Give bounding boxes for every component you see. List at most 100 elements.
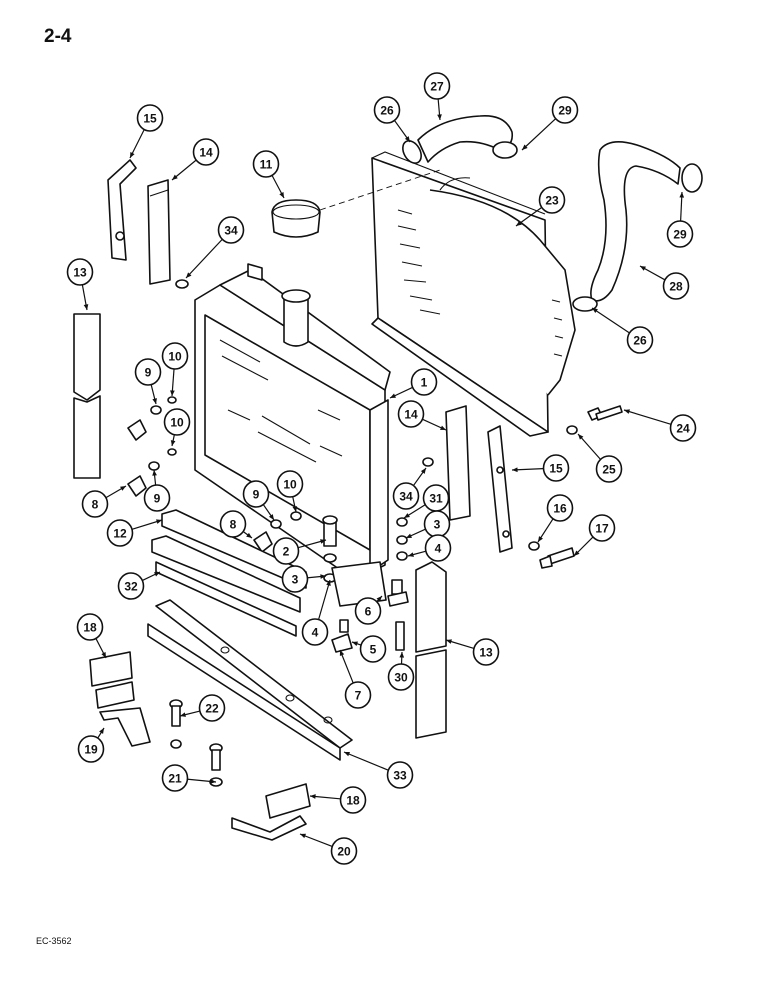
callout-number: 29: [558, 104, 572, 118]
callout-circle: [339, 786, 367, 814]
callout-leader: [185, 239, 223, 279]
callout-arrowhead: [339, 650, 345, 656]
callout-number: 23: [545, 194, 559, 208]
callout-number: 16: [553, 502, 567, 516]
callout-number: 26: [633, 334, 647, 348]
callout-arrowhead: [130, 152, 135, 158]
callout-arrowhead: [406, 533, 412, 538]
callout-number: 8: [230, 518, 237, 532]
callout-arrowhead: [152, 470, 157, 476]
callout-number: 17: [595, 522, 609, 536]
callout-number: 14: [199, 146, 213, 160]
callout-arrowhead: [326, 580, 331, 586]
callout-circle: [423, 72, 451, 100]
callout-number: 20: [337, 845, 351, 859]
callout-number: 5: [370, 643, 377, 657]
callout-arrowhead: [310, 794, 316, 799]
callout-arrowhead: [279, 192, 284, 198]
bolt-24: [566, 405, 623, 435]
callout-number: 1: [421, 376, 428, 390]
callout-number: 15: [143, 112, 157, 126]
callout-number: 9: [154, 492, 161, 506]
callout-circle: [669, 414, 697, 442]
callout-number: 13: [479, 646, 493, 660]
callout-number: 18: [83, 621, 97, 635]
callout-leader: [343, 751, 389, 771]
callout-number: 25: [602, 463, 616, 477]
callout-leader: [623, 409, 671, 425]
callout-arrowhead: [186, 272, 192, 278]
callout-number: 15: [549, 462, 563, 476]
callout-circle: [626, 326, 654, 354]
callout-circle: [281, 565, 309, 593]
callout-number: 34: [399, 490, 413, 504]
callout-arrowhead: [170, 440, 176, 446]
left-lower-pad: [89, 651, 151, 747]
bolt-17: [528, 541, 575, 569]
callout-circle: [117, 572, 145, 600]
callout-circle: [242, 480, 270, 508]
callout-arrowhead: [512, 467, 518, 473]
callout-circle: [424, 534, 452, 562]
figure-code: EC-3562: [36, 936, 72, 946]
callout-number: 32: [124, 580, 138, 594]
callout-number: 11: [260, 158, 273, 172]
callout-arrowhead: [154, 572, 160, 577]
callout-arrowhead: [399, 652, 405, 658]
callout-number: 9: [145, 366, 152, 380]
callout-circle: [344, 681, 372, 709]
callout-number: 14: [404, 408, 418, 422]
callout-circle: [272, 537, 300, 565]
callout-circle: [134, 358, 162, 386]
callout-circle: [595, 455, 623, 483]
right-seal-strip: [415, 561, 447, 739]
lower-mount-hardware: [322, 515, 409, 653]
callout-number: 29: [673, 228, 687, 242]
callout-number: 22: [205, 702, 219, 716]
callout-number: 4: [312, 626, 319, 640]
callout-arrowhead: [170, 390, 175, 396]
callout-leader: [339, 649, 354, 684]
callout-arrowhead: [538, 536, 543, 542]
callout-arrowhead: [592, 308, 598, 314]
callout-arrowhead: [210, 779, 216, 784]
callout-arrowhead: [624, 409, 630, 414]
callout-arrowhead: [522, 144, 528, 150]
callout-arrowhead: [640, 266, 646, 271]
callout-arrowhead: [320, 574, 326, 579]
callout-number: 8: [92, 498, 99, 512]
callout-leader: [577, 433, 601, 460]
callout-circle: [542, 454, 570, 482]
callout-number: 33: [393, 769, 407, 783]
callout-arrowhead: [390, 393, 396, 398]
callout-circle: [410, 368, 438, 396]
callout-circle: [66, 258, 94, 286]
callout-arrowhead: [101, 652, 106, 658]
callout-number: 28: [669, 280, 683, 294]
callout-number: 34: [224, 224, 238, 238]
callout-circle: [354, 597, 382, 625]
callout-circle: [217, 216, 245, 244]
callout-circle: [198, 694, 226, 722]
callout-arrowhead: [404, 513, 410, 518]
callout-circle: [588, 514, 616, 542]
callout-circle: [136, 104, 164, 132]
page-number: 2-4: [44, 26, 72, 47]
radiator-cap: [271, 199, 321, 238]
callout-circle: [373, 96, 401, 124]
callout-arrowhead: [352, 641, 358, 646]
callout-circle: [81, 490, 109, 518]
washer-34-right: [422, 457, 434, 467]
callout-arrowhead: [320, 539, 326, 544]
callout-circle: [472, 638, 500, 666]
callout-circle: [106, 519, 134, 547]
callout-circle: [219, 510, 247, 538]
callout-number: 26: [380, 104, 394, 118]
left-upper-pad: [147, 179, 171, 285]
callout-arrowhead: [440, 425, 446, 430]
upper-hose: [402, 115, 518, 164]
callout-arrowhead: [446, 639, 452, 644]
callout-arrowhead: [152, 398, 157, 404]
callout-arrowhead: [300, 833, 306, 839]
right-lower-pad: [231, 783, 311, 841]
